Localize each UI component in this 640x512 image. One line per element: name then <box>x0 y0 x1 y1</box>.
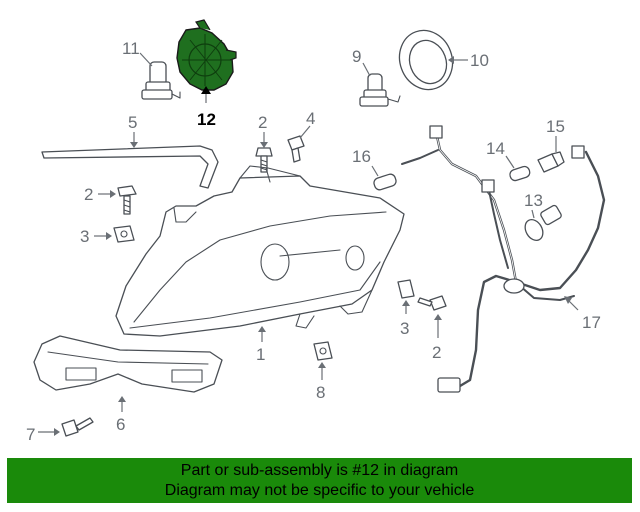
part-2-screw-top[interactable] <box>255 147 273 173</box>
callout-14: 14 <box>486 139 505 158</box>
part-8-clip[interactable] <box>313 341 333 361</box>
part-9-bulb[interactable] <box>359 73 401 107</box>
part-3-clip-left[interactable] <box>113 225 135 243</box>
callout-11: 11 <box>122 39 140 58</box>
part-6-bracket[interactable] <box>33 335 223 393</box>
arrow-12 <box>201 86 211 94</box>
part-2-screw-left[interactable] <box>117 185 137 215</box>
part-12-bulb-cover[interactable] <box>176 19 237 91</box>
part-5-trim-strip[interactable] <box>41 145 219 189</box>
callout-9: 9 <box>352 47 361 66</box>
part-7-screw[interactable] <box>61 417 94 437</box>
callout-13: 13 <box>524 191 543 210</box>
part-11-bulb[interactable] <box>141 61 181 100</box>
part-3-clip-right[interactable] <box>397 279 415 299</box>
callout-3-right: 3 <box>400 319 409 338</box>
callout-8: 8 <box>316 383 325 402</box>
callout-1: 1 <box>256 345 265 364</box>
callout-5: 5 <box>128 113 137 132</box>
part-10-cap[interactable] <box>391 23 460 97</box>
part-2-screw-right[interactable] <box>417 295 447 311</box>
callout-4: 4 <box>306 109 315 128</box>
callout-10: 10 <box>470 51 489 70</box>
part-4-clip[interactable] <box>287 135 305 163</box>
callout-17: 17 <box>582 313 601 332</box>
part-1-headlamp-assembly[interactable] <box>115 165 405 337</box>
callout-6: 6 <box>116 415 125 434</box>
part-14-bulb[interactable] <box>509 165 531 182</box>
part-16-bulb[interactable] <box>373 173 398 191</box>
callout-16: 16 <box>352 147 371 166</box>
callout-3-left: 3 <box>80 227 89 246</box>
parts-diagram: 12 11 9 10 5 2 4 <box>26 19 606 444</box>
callout-2-top: 2 <box>258 113 267 132</box>
callout-12: 12 <box>197 110 216 129</box>
callout-7: 7 <box>26 425 35 444</box>
part-15-socket[interactable] <box>537 151 565 173</box>
part-13-bulb-socket[interactable] <box>522 204 563 243</box>
callout-2-left: 2 <box>84 185 93 204</box>
part-17-wiring-harness[interactable] <box>401 125 606 393</box>
callout-15: 15 <box>546 117 565 136</box>
callout-2-right: 2 <box>432 343 441 362</box>
banner-line-1: Part or sub-assembly is #12 in diagram <box>180 462 459 479</box>
info-banner: Part or sub-assembly is #12 in diagram D… <box>7 458 632 503</box>
banner-line-2: Diagram may not be specific to your vehi… <box>164 482 475 499</box>
